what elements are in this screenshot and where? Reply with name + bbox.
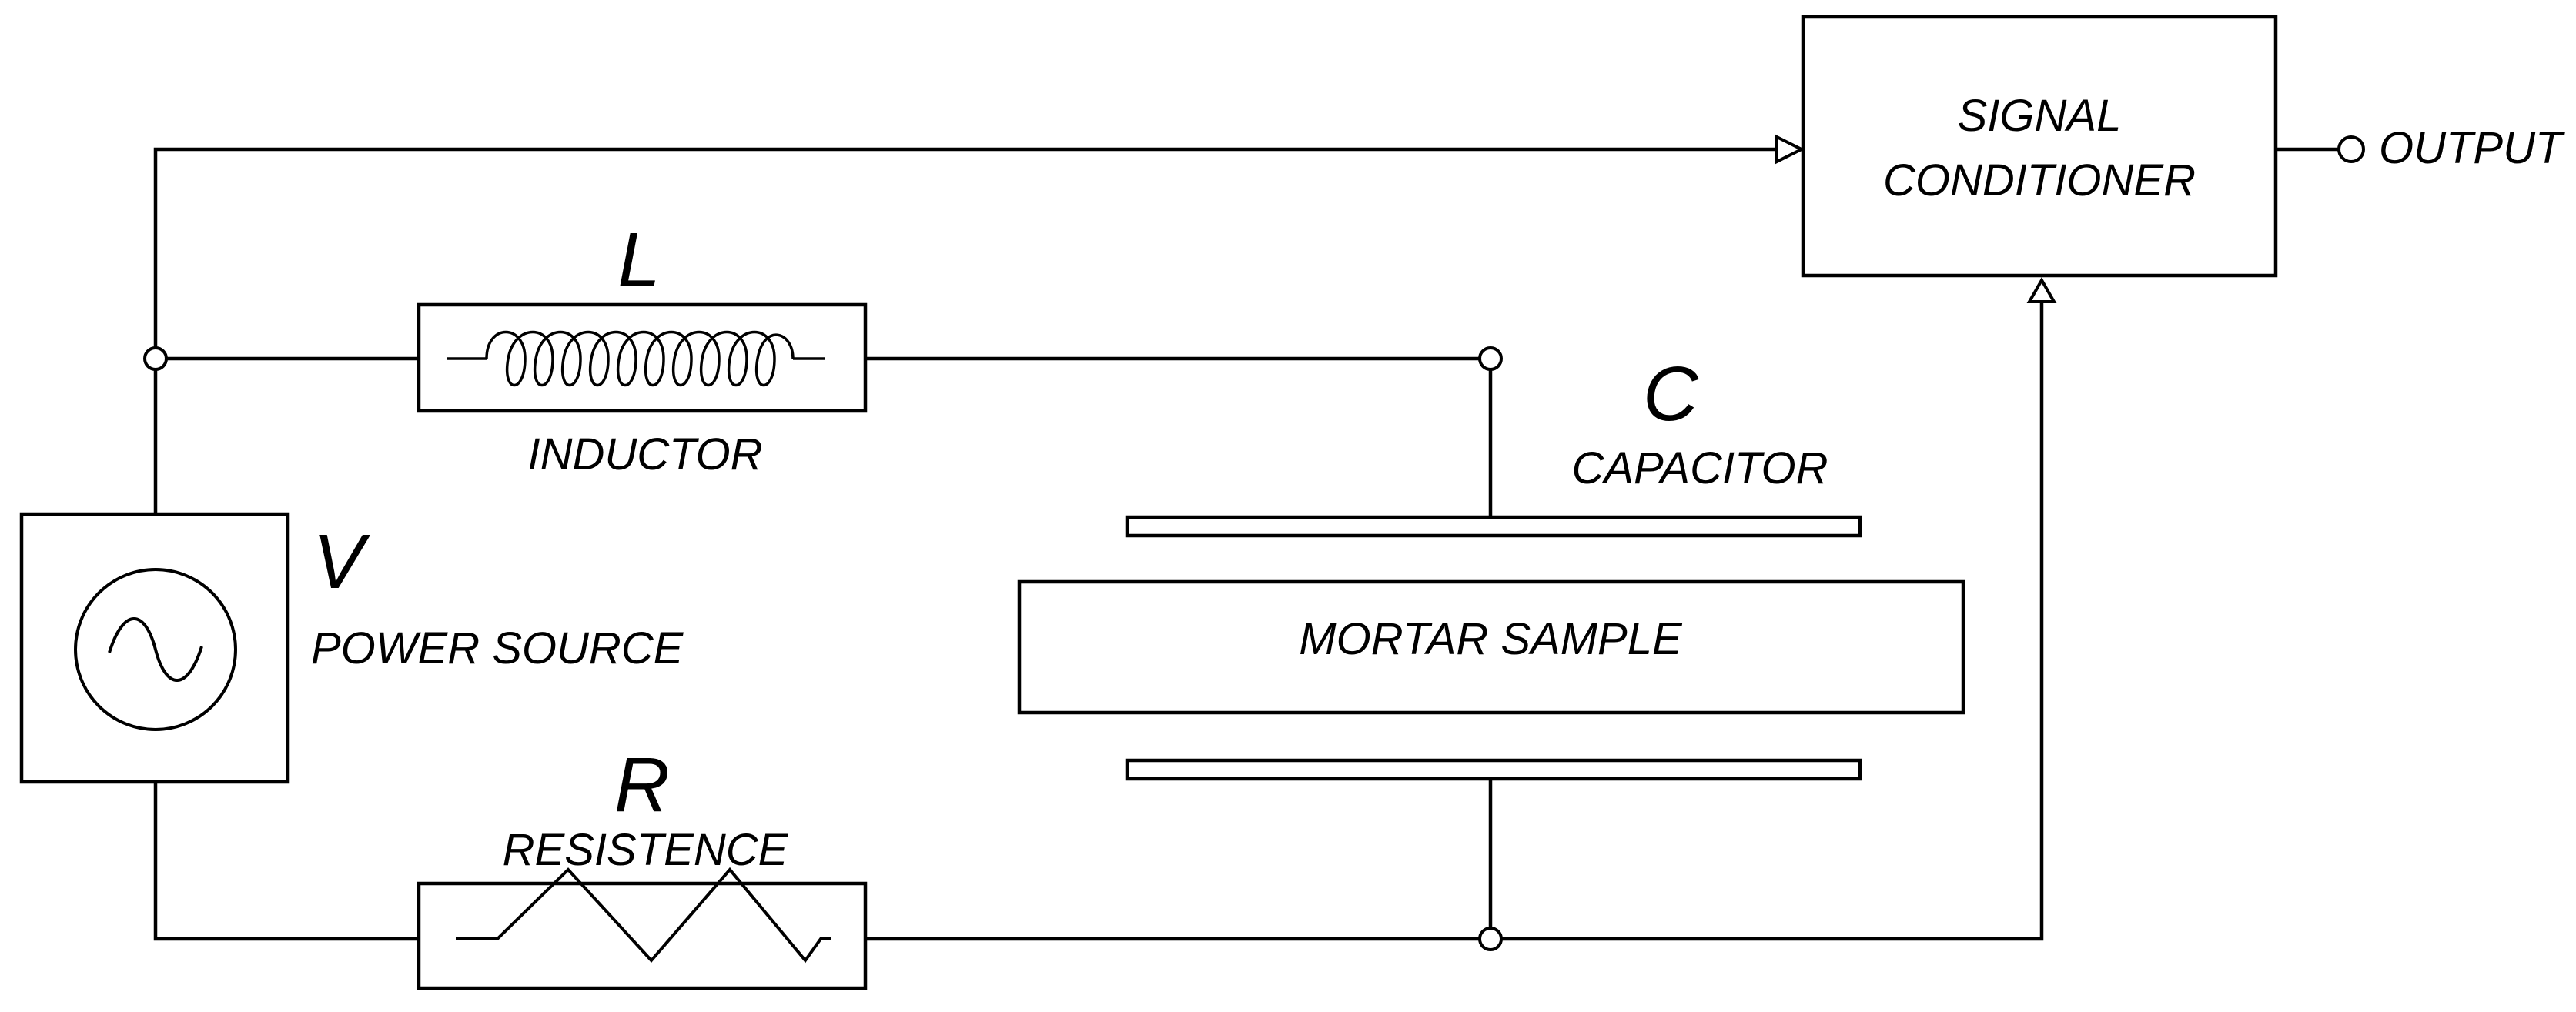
signal-conditioner-line2: CONDITIONER bbox=[1883, 155, 2196, 205]
capacitor-bottom-plate bbox=[1125, 758, 1862, 781]
source-symbol: V bbox=[313, 519, 371, 605]
mortar-sample-box bbox=[1017, 579, 1965, 715]
resistor-box bbox=[417, 881, 868, 990]
junction-bottom bbox=[1478, 927, 1503, 951]
mortar-sample-label: MORTAR SAMPLE bbox=[1299, 614, 1683, 664]
inductor-label: INDUCTOR bbox=[527, 429, 762, 479]
junction-capacitor-top bbox=[1478, 346, 1503, 371]
mortar-sample: MORTAR SAMPLE bbox=[1017, 579, 1965, 715]
capacitor-symbol: C bbox=[1643, 351, 1699, 437]
resistor-zigzag-icon bbox=[456, 867, 831, 964]
resistor: R RESISTENCE bbox=[417, 742, 868, 990]
output-terminal bbox=[2337, 135, 2365, 163]
arrow-bottom-input bbox=[2026, 276, 2057, 303]
source-label: POWER SOURCE bbox=[311, 623, 684, 673]
arrow-top-input bbox=[1775, 134, 1805, 165]
power-source: V POWER SOURCE bbox=[19, 512, 684, 784]
capacitor-label: CAPACITOR bbox=[1571, 443, 1828, 493]
resistor-symbol: R bbox=[614, 742, 670, 828]
power-source-box bbox=[19, 512, 290, 784]
capacitor-top-plate bbox=[1125, 515, 1862, 538]
wire-node-to-conditioner bbox=[1488, 286, 2044, 941]
inductor-box bbox=[417, 302, 868, 413]
signal-conditioner: SIGNAL CONDITIONER bbox=[1801, 15, 2278, 278]
wire-source-to-resistor bbox=[153, 781, 421, 941]
resistor-label: RESISTENCE bbox=[503, 825, 789, 875]
inductor: L INDUCTOR bbox=[417, 217, 868, 479]
inductor-symbol: L bbox=[617, 217, 661, 303]
capacitor: C CAPACITOR bbox=[1125, 351, 1862, 781]
wire-top bbox=[153, 147, 1787, 516]
ac-source-icon bbox=[74, 568, 237, 731]
signal-conditioner-line1: SIGNAL bbox=[1958, 91, 2122, 141]
output-label: OUTPUT bbox=[2379, 123, 2565, 173]
signal-conditioner-box bbox=[1801, 15, 2278, 278]
wires bbox=[153, 147, 2340, 941]
junction-left bbox=[143, 346, 168, 371]
inductor-coil-icon bbox=[485, 330, 795, 387]
sine-wave-icon bbox=[108, 617, 203, 682]
